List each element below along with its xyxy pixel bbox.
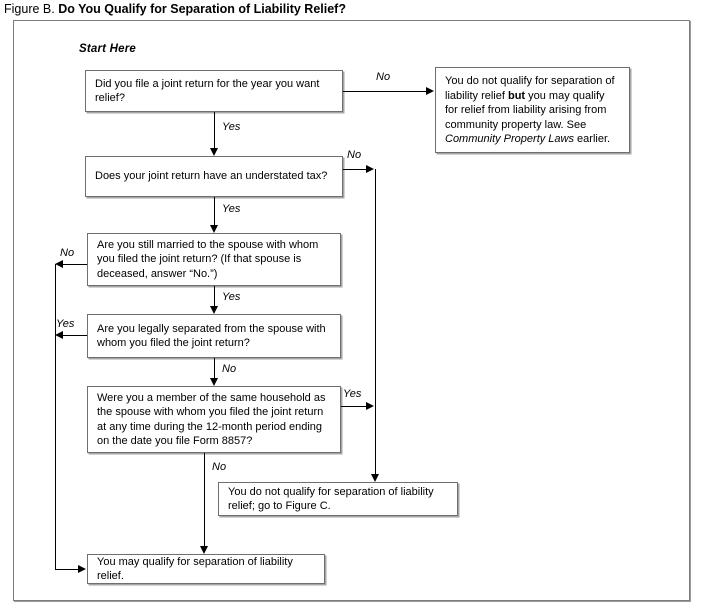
left-trunk-vertical [55,264,56,570]
segment-normal-1: You do not qualify for separation of lia… [445,75,615,102]
edge-q2-no-arrowhead [366,165,374,173]
node-community-property-outcome: You do not qualify for separation of lia… [435,67,630,153]
figure-title-question: Do You Qualify for Separation of Liabili… [58,2,346,16]
node-same-household-question: Were you a member of the same household … [87,386,341,453]
node-same-household-text: Were you a member of the same household … [97,391,326,448]
node-qualify-outcome: You may qualify for separation of liabil… [87,554,325,584]
segment-normal-3: earlier. [574,133,611,145]
node-understated-tax-question: Does your joint return have an understat… [85,156,343,197]
edge-q1-yes-line [214,112,215,149]
edge-q3-yes-arrowhead [209,306,218,314]
node-understated-tax-text: Does your joint return have an understat… [95,170,328,183]
edge-q2-no-line [343,169,367,170]
edge-q4-yes-arrowhead [55,331,63,339]
figure-c-text: You do not qualify for separation of lia… [228,485,434,513]
edge-label-q1-no: No [376,71,391,83]
node-joint-return-question: Did you file a joint return for the year… [85,70,343,112]
figure-title: Figure B. Do You Qualify for Separation … [4,1,346,17]
edge-label-q4-no: No [222,363,237,375]
left-trunk-arrowhead [78,565,86,573]
node-still-married-text: Are you still married to the spouse with… [97,238,319,280]
edge-q4-no-arrowhead [209,378,218,386]
edge-q1-no-line [343,91,427,92]
community-property-text: You do not qualify for separation of lia… [445,75,615,145]
qualify-outcome-text: You may qualify for separation of liabil… [97,555,293,583]
start-here-label: Start Here [79,43,136,55]
segment-normal-2: you may qualify for relief from liabilit… [445,89,607,131]
edge-label-q5-no: No [212,461,227,473]
node-figure-c-outcome: You do not qualify for separation of lia… [218,482,458,516]
edge-q2-yes-arrowhead [209,225,218,233]
edge-label-q1-yes: Yes [222,121,241,133]
edge-q1-yes-arrowhead [209,148,218,156]
edge-label-q3-no: No [60,247,75,259]
edge-label-q5-yes: Yes [343,388,362,400]
node-still-married-question: Are you still married to the spouse with… [87,233,341,286]
edge-q4-yes-line [63,335,87,336]
edge-q2-yes-line [214,197,215,226]
edge-q3-yes-line [214,286,215,307]
edge-label-q4-yes: Yes [56,318,75,330]
edge-q4-no-line [214,358,215,379]
figure-title-label: Figure B. [4,2,55,16]
segment-bold-but: but [507,89,526,102]
edge-q3-no-line [63,264,87,265]
node-joint-return-text: Did you file a joint return for the year… [95,77,320,105]
edge-q5-no-line [204,453,205,547]
edge-label-q2-yes: Yes [222,203,241,215]
edge-q1-no-arrowhead [426,87,434,95]
right-trunk-arrowhead [370,474,379,482]
edge-q5-yes-arrowhead [366,402,374,410]
right-trunk-line [375,169,376,474]
node-legally-separated-text: Are you legally separated from the spous… [97,322,326,350]
edge-q5-no-arrowhead [199,546,208,554]
flowchart-frame: Start Here Did you file a joint return f… [13,20,690,601]
edge-q5-yes-line [341,406,367,407]
left-trunk-horizontal [55,569,79,570]
edge-label-q3-yes: Yes [222,291,241,303]
node-legally-separated-question: Are you legally separated from the spous… [87,314,341,358]
edge-label-q2-no: No [347,149,362,161]
edge-q3-no-arrowhead [55,260,63,268]
segment-italic-community-property-laws: Community Property Laws [445,133,574,145]
